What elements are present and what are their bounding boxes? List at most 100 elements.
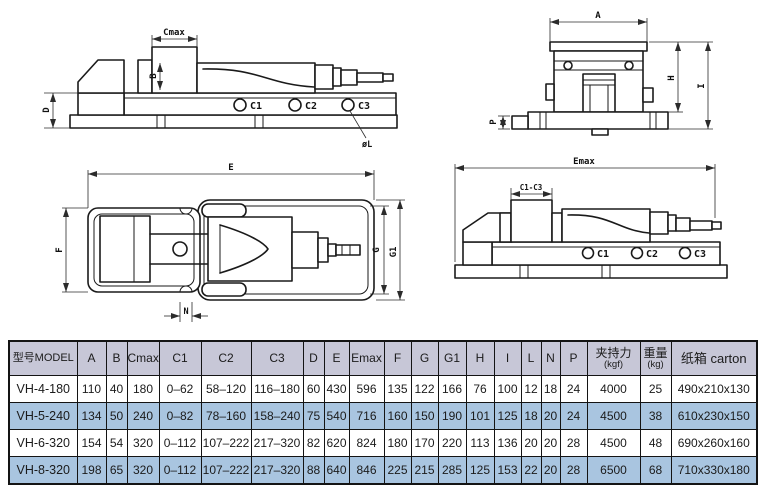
dim-label-g: G [372,247,382,252]
spec-table-wrapper: 型号MODEL A B Cmax C1 C2 C3 D E Emax F G G… [8,340,758,485]
spec-cell: 0–112 [158,456,202,484]
dim-label-i: I [697,83,707,88]
spec-cell: 490x210x130 [670,375,758,403]
spec-cell: 101 [465,402,495,430]
spec-cell: 68 [639,456,672,484]
spec-cell: 6500 [586,456,641,484]
hole-label-c2: C2 [646,249,658,260]
hole-c1 [233,98,247,112]
spec-cell: 320 [126,429,160,457]
drawing-side-view-closed: Cmax B D C1 C2 C3 øL [42,28,398,150]
spec-cell: 88 [302,456,325,484]
spec-cell: 113 [465,429,495,457]
col-header-l: L [520,340,542,376]
dim-label-a: A [595,11,601,21]
col-header-a: A [76,340,107,376]
spec-cell: 285 [437,456,467,484]
spec-cell: 25 [639,375,672,403]
dim-label-cmax: Cmax [163,28,185,38]
spec-cell: 82 [302,429,325,457]
spec-cell: 116–180 [250,375,304,403]
dim-label-hole-diameter: øL [362,140,372,150]
spec-cell: 22 [520,456,542,484]
spec-cell: 12 [520,375,542,403]
spec-cell: 150 [410,402,439,430]
spec-cell: 225 [383,456,412,484]
dimensions: E F G G1 N [55,163,405,322]
spec-cell: 190 [437,402,467,430]
hole-c1 [581,246,595,260]
vise-outline [454,199,728,279]
spec-cell: 690x260x160 [670,429,758,457]
drawing-side-view-open: Emax C1-C3 C1 C2 C3 [454,157,728,279]
weight-label: 重量 [643,346,668,361]
hole-c3 [341,98,355,112]
spec-cell: 18 [520,402,542,430]
dimensions: A H I P [489,11,713,130]
spec-cell: 0–82 [158,402,202,430]
spec-cell: 170 [410,429,439,457]
spec-cell: 160 [383,402,412,430]
col-header-i: I [493,340,522,376]
col-header-c3: C3 [250,340,304,376]
hole-label-c1: C1 [250,101,262,112]
spec-cell: 24 [559,402,588,430]
col-header-f: F [383,340,412,376]
spec-cell: 4000 [586,375,641,403]
spec-cell: 110 [76,375,107,403]
spec-cell: 28 [559,429,588,457]
vise-outline [69,46,398,129]
spec-cell: 100 [493,375,522,403]
spec-cell: 217–320 [250,429,304,457]
spec-cell: 60 [302,375,325,403]
spec-cell: 824 [348,429,385,457]
hole-label-c1: C1 [597,249,609,260]
vise-outline [511,41,669,136]
col-header-p: P [559,340,588,376]
spec-cell: 4500 [586,402,641,430]
spec-cell: 430 [323,375,350,403]
spec-cell: 220 [437,429,467,457]
hole-label-c3: C3 [358,101,370,112]
spec-cell: 620 [323,429,350,457]
hole-c3 [678,246,692,260]
spec-cell: 198 [76,456,107,484]
spec-cell: 846 [348,456,385,484]
dim-label-h: H [667,75,677,80]
spec-cell: 180 [126,375,160,403]
spec-cell: 710x330x180 [670,456,758,484]
vise-outline [87,199,375,301]
header-row: 型号MODEL A B Cmax C1 C2 C3 D E Emax F G G… [8,340,758,376]
spec-cell: 20 [540,456,561,484]
spec-cell: 215 [410,456,439,484]
spec-cell: 24 [559,375,588,403]
hole-label-c2: C2 [305,101,317,112]
dim-label-n: N [183,307,188,317]
model-cell: VH-8-320 [8,456,78,484]
dimensions: Cmax B D C1 C2 C3 øL [42,28,372,150]
spec-cell: 4500 [586,429,641,457]
spec-cell: 48 [639,429,672,457]
spec-table: 型号MODEL A B Cmax C1 C2 C3 D E Emax F G G… [8,340,758,485]
spec-cell: 107–222 [200,456,252,484]
drawing-front-view: A H I P [489,11,713,136]
col-header-weight: 重量 (kg) [639,340,672,376]
spec-cell: 20 [540,402,561,430]
hole-label-c3: C3 [694,249,706,260]
spec-cell: 153 [493,456,522,484]
spec-cell: 20 [520,429,542,457]
spec-cell: 50 [105,402,128,430]
spec-cell: 217–320 [250,456,304,484]
col-header-c2: C2 [200,340,252,376]
col-header-d: D [302,340,325,376]
col-header-model: 型号MODEL [8,340,78,376]
spec-cell: 125 [493,402,522,430]
model-cell: VH-6-320 [8,429,78,457]
spec-cell: 76 [465,375,495,403]
dim-label-d: D [42,107,52,113]
col-header-cmax: Cmax [126,340,160,376]
